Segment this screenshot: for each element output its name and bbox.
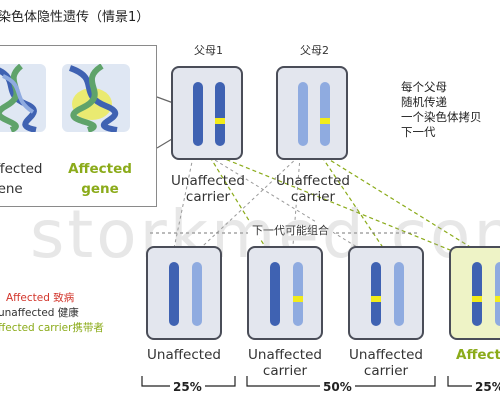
- parent2-caption: Unaffected carrier: [273, 173, 353, 205]
- parent1-label: 父母1: [194, 44, 223, 57]
- next-generation-label: 下一代可能组合: [248, 222, 333, 238]
- child3-chromosome-left: [371, 262, 381, 326]
- parent1-caption-line2: carrier: [185, 189, 231, 205]
- child1-caption-line1: Unaffected: [147, 347, 221, 363]
- page-title: 染色体隐性遗传（情景1）: [0, 10, 150, 25]
- parent2-chromosome-left: [298, 82, 308, 146]
- inheritance-note-line1: 每个父母: [401, 80, 447, 94]
- child2-chromosome-right: [293, 262, 303, 326]
- parent1-caption-line1: Unaffected: [171, 173, 245, 189]
- mutation-band: [472, 296, 482, 302]
- affected-gene-image: [62, 64, 130, 132]
- percentage-50: 50%: [320, 380, 355, 394]
- child2-caption-line2: carrier: [262, 363, 308, 379]
- inheritance-note-line2: 随机传递: [401, 95, 447, 109]
- mutation-band: [371, 296, 381, 302]
- inset-left-caption-line1: affected: [0, 161, 43, 177]
- legend-unaffected: unaffected 健康: [0, 307, 79, 319]
- child1-chromosome-right: [192, 262, 202, 326]
- child-card-2: [247, 246, 323, 340]
- parent2-card: [276, 66, 348, 160]
- legend-carrier: ffected carrier携带者: [0, 322, 104, 334]
- legend-affected: Affected 致病: [6, 292, 75, 304]
- mutation-band: [293, 296, 303, 302]
- parent1-card: [171, 66, 243, 160]
- child4-chromosome-right: [495, 262, 500, 326]
- inset-right-caption: Affected gene: [65, 161, 135, 197]
- dna-helix-highlighted-icon: [68, 64, 119, 132]
- child3-caption-line2: carrier: [363, 363, 409, 379]
- inset-right-caption-line1: Affected: [68, 161, 132, 177]
- inheritance-note-line3: 一个染色体拷贝: [401, 110, 482, 124]
- child3-chromosome-right: [394, 262, 404, 326]
- parent2-caption-line2: carrier: [290, 189, 336, 205]
- parent2-chromosome-right: [320, 82, 330, 146]
- parent2-caption-line1: Unaffected: [276, 173, 350, 189]
- inset-left-caption-line2: gene: [0, 181, 23, 197]
- child4-caption: Affected: [456, 347, 500, 363]
- percentage-25-first: 25%: [170, 380, 205, 394]
- child2-chromosome-left: [270, 262, 280, 326]
- child4-caption-line1: Affected: [456, 347, 500, 363]
- child3-caption-line1: Unaffected: [349, 347, 423, 363]
- inset-left-caption: affected gene: [0, 161, 43, 197]
- inset-right-caption-line2: gene: [81, 181, 119, 197]
- mutation-band: [215, 118, 225, 124]
- inheritance-note: 每个父母 随机传递 一个染色体拷贝 下一代: [401, 80, 482, 140]
- gene-inset-panel: affected gene Affected gene: [0, 45, 157, 207]
- parent1-caption: Unaffected carrier: [168, 173, 248, 205]
- child-card-3: [348, 246, 424, 340]
- inheritance-note-line4: 下一代: [401, 125, 436, 139]
- parent1-chromosome-right: [215, 82, 225, 146]
- child2-caption: Unaffected carrier: [241, 347, 329, 379]
- parent2-label: 父母2: [300, 44, 329, 57]
- unaffected-gene-image: [0, 64, 46, 132]
- child1-chromosome-left: [169, 262, 179, 326]
- dna-helix-icon: [0, 64, 37, 132]
- child2-caption-line1: Unaffected: [248, 347, 322, 363]
- mutation-band: [495, 296, 500, 302]
- child-card-1: [146, 246, 222, 340]
- child3-caption: Unaffected carrier: [342, 347, 430, 379]
- child-card-4: [449, 246, 500, 340]
- child4-chromosome-left: [472, 262, 482, 326]
- percentage-25-last: 25%: [472, 380, 500, 394]
- child1-caption: Unaffected: [140, 347, 228, 363]
- parent1-chromosome-left: [193, 82, 203, 146]
- mutation-band: [320, 118, 330, 124]
